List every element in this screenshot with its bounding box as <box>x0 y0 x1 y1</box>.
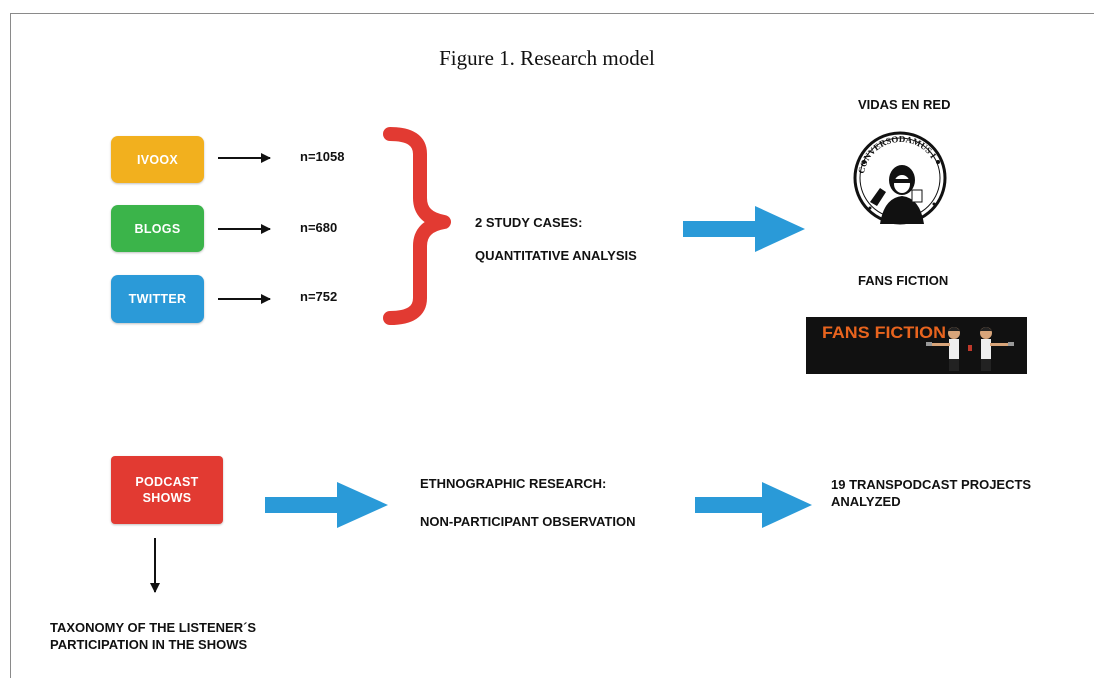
blue-arrow-study <box>683 206 805 252</box>
quantitative-analysis-label: QUANTITATIVE ANALYSIS <box>475 248 637 263</box>
non-participant-observation-label: NON-PARTICIPANT OBSERVATION <box>420 514 636 529</box>
ivoox-box: IVOOX <box>111 136 204 183</box>
fans-fiction-logo-text: FANS FICTION <box>822 323 946 342</box>
blue-arrow-podcast <box>265 482 388 528</box>
figure-title: Figure 1. Research model <box>439 46 655 70</box>
vidas-en-red-title: VIDAS EN RED <box>858 97 951 112</box>
fans-fiction-logo: FANS FICTION <box>806 317 1027 374</box>
transpodcast-projects-label: 19 TRANSPODCAST PROJECTS ANALYZED <box>831 477 1032 509</box>
figure-frame-top <box>10 13 1094 14</box>
fans-fiction-figures-icon <box>926 327 1014 371</box>
ivoox-count: n=1058 <box>300 149 345 164</box>
blue-arrow-ethno <box>695 482 812 528</box>
conversodamus-logo: CONVERSODAMUS I <box>853 131 947 225</box>
taxonomy-label: TAXONOMY OF THE LISTENER´S PARTICIPATION… <box>50 620 257 652</box>
blogs-box: BLOGS <box>111 205 204 252</box>
study-cases-label: 2 STUDY CASES: <box>475 215 583 230</box>
ethnographic-research-label: ETHNOGRAPHIC RESEARCH: <box>420 476 607 491</box>
figure-frame-left <box>10 13 11 678</box>
podcast-shows-box: PODCAST SHOWS <box>111 456 223 524</box>
twitter-count: n=752 <box>300 289 338 304</box>
red-curly-brace <box>383 127 451 325</box>
twitter-box: TWITTER <box>111 275 204 323</box>
fans-fiction-title: FANS FICTION <box>858 273 949 288</box>
blogs-count: n=680 <box>300 220 338 235</box>
